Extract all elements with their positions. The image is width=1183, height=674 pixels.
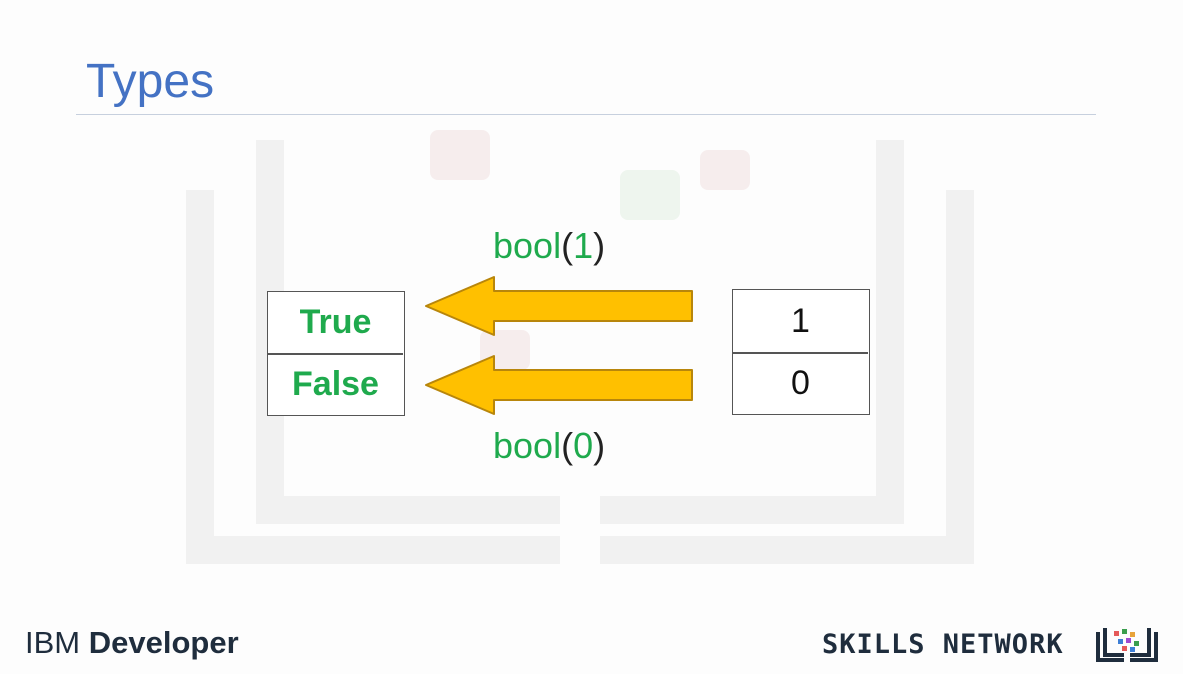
bool-one-call-label: bool(1) — [493, 228, 605, 264]
boolean-result-table: True False — [267, 291, 405, 416]
table-divider — [733, 352, 868, 354]
slide-title: Types — [86, 55, 215, 108]
call-open-paren: ( — [561, 225, 574, 266]
call-open-paren: ( — [561, 425, 574, 466]
false-cell: False — [292, 364, 379, 403]
table-divider — [268, 353, 403, 355]
bottom-left-arrow — [425, 355, 693, 415]
call-argument: 0 — [573, 425, 594, 466]
skills-network-book-icon — [1096, 628, 1158, 662]
title-underline — [76, 114, 1096, 115]
call-argument: 1 — [573, 225, 594, 266]
bool-zero-call-label: bool(0) — [493, 428, 605, 464]
integer-input-table: 1 0 — [732, 289, 870, 415]
call-close-paren: ) — [593, 425, 606, 466]
skills-network-wordmark: SKILLS NETWORK — [822, 629, 1064, 660]
zero-cell: 0 — [791, 363, 810, 402]
one-cell: 1 — [791, 301, 810, 340]
top-left-arrow — [425, 276, 693, 336]
call-func-name: bool — [493, 425, 562, 466]
developer-brand-text: Developer — [88, 625, 239, 660]
true-cell: True — [299, 303, 372, 341]
ibm-brand-text: IBM — [25, 625, 81, 660]
call-close-paren: ) — [593, 225, 606, 266]
call-func-name: bool — [493, 225, 562, 266]
ibm-developer-logo: IBM Developer — [25, 627, 239, 658]
